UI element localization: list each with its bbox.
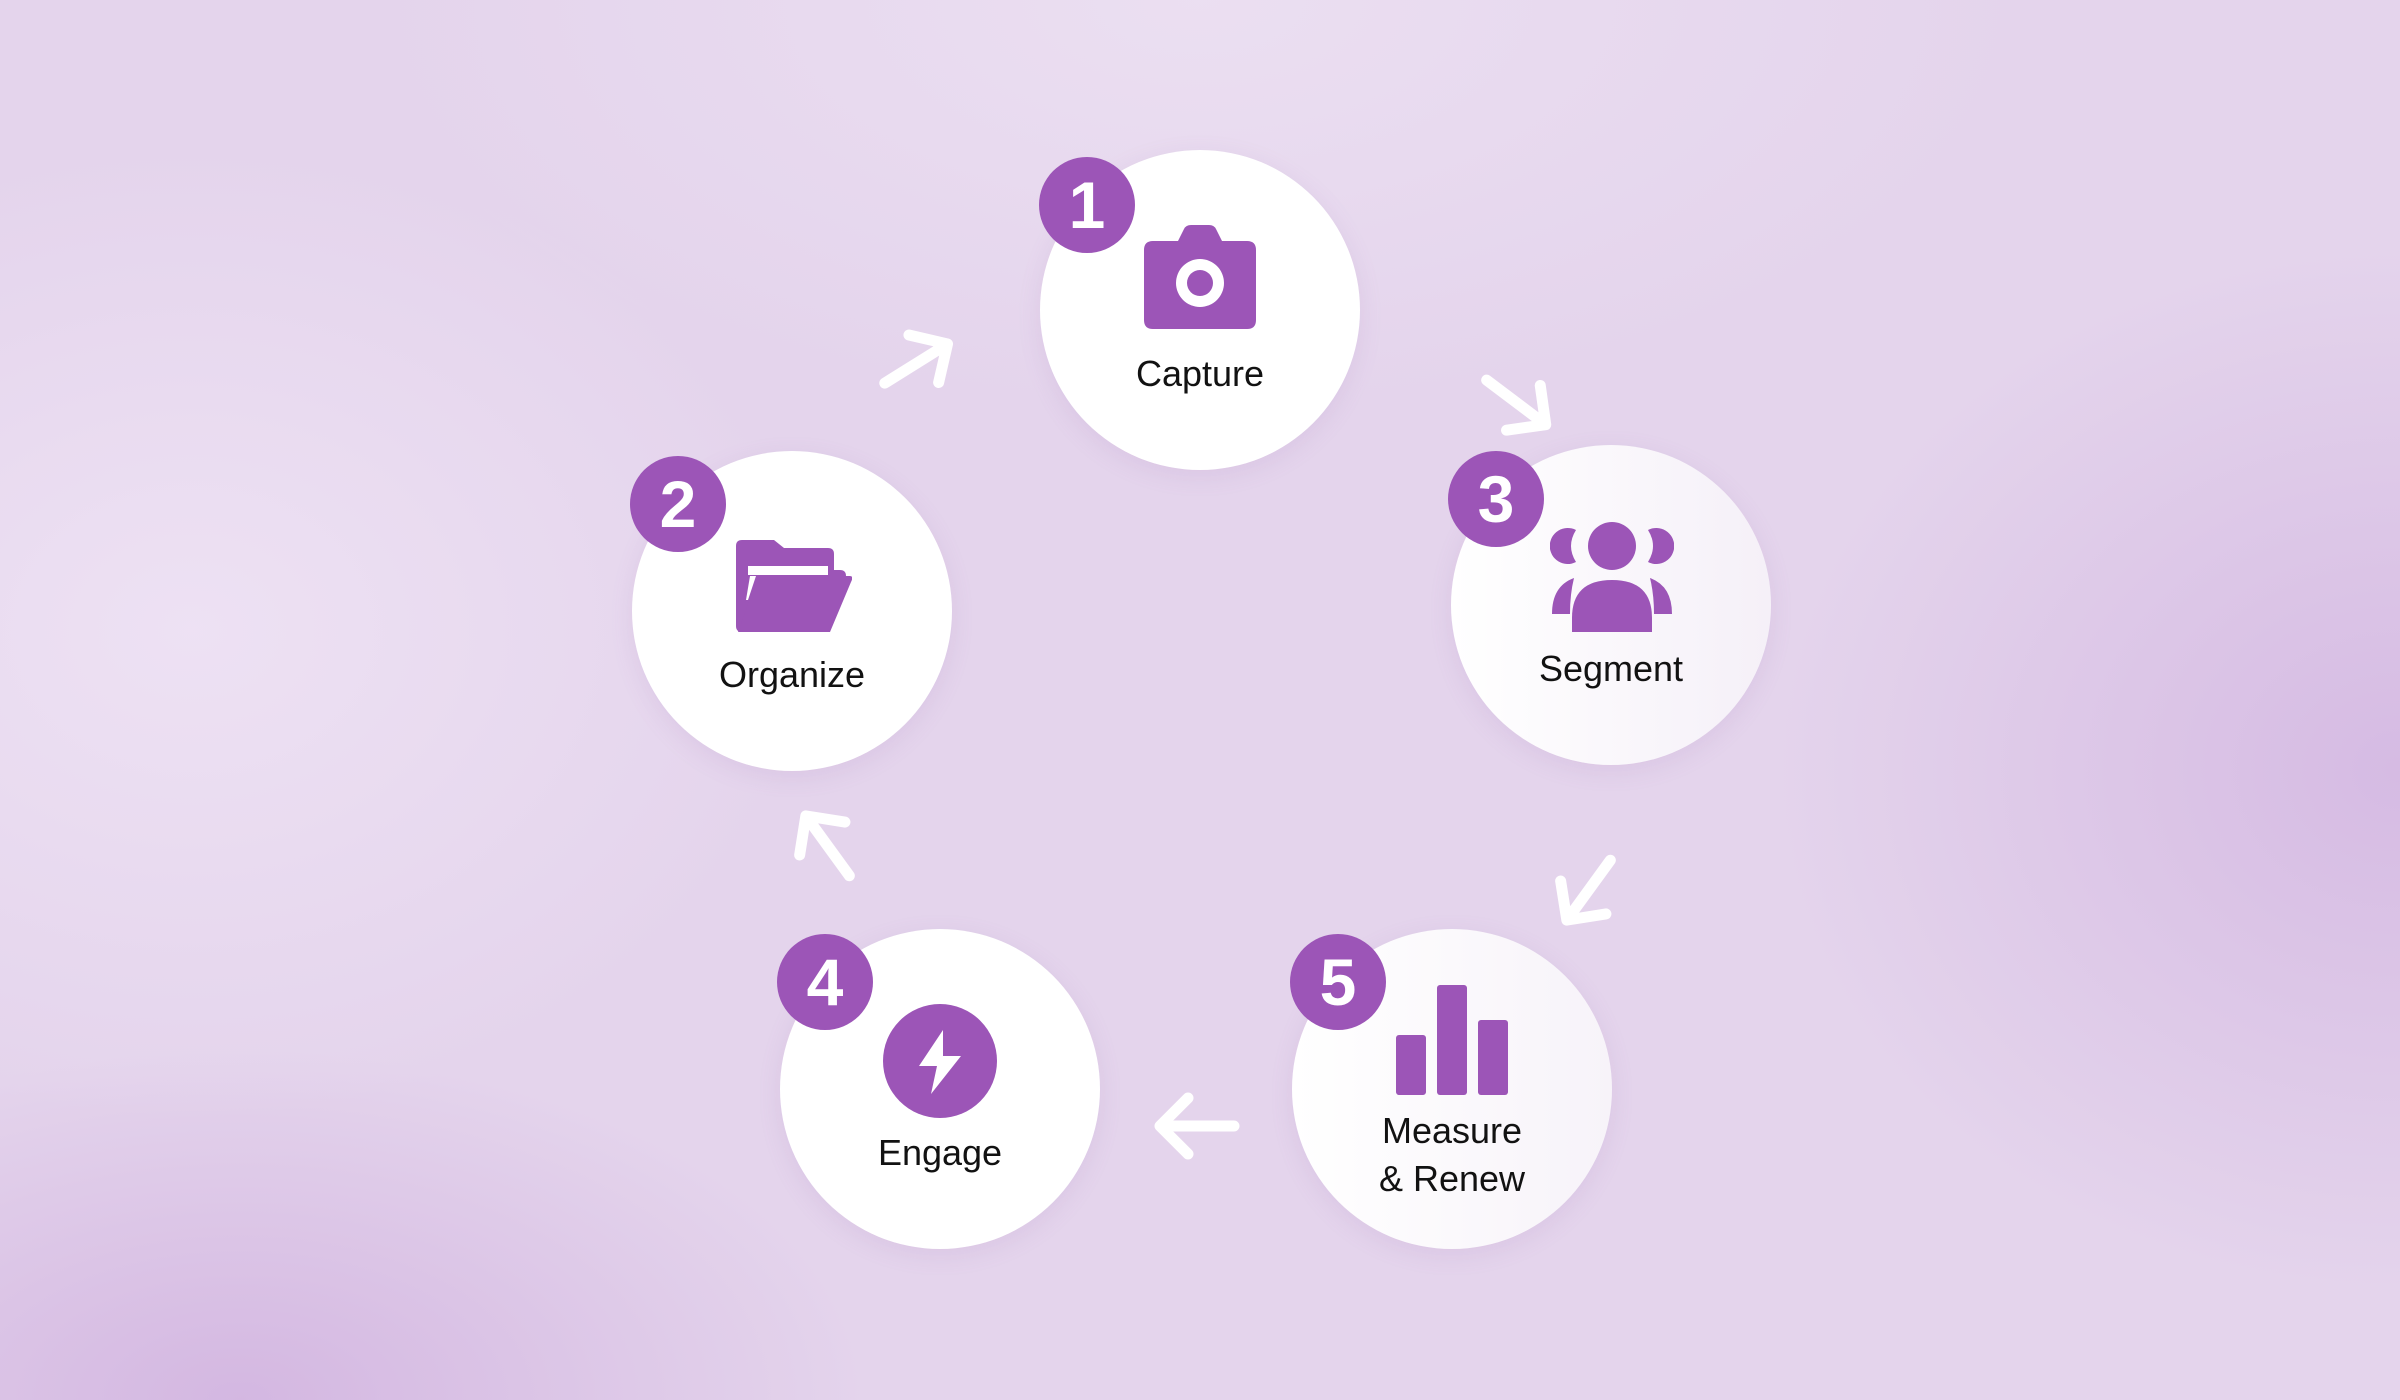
step-number-badge: 5	[1290, 934, 1386, 1030]
arrow-organize-to-capture	[879, 329, 954, 389]
label-line: Measure	[1381, 1110, 1523, 1151]
step-label: Capture	[1040, 350, 1360, 398]
step-label: Organize	[632, 651, 952, 699]
users-icon	[1550, 522, 1674, 632]
step-label: Segment	[1451, 645, 1771, 693]
arrow-capture-to-segment	[1481, 374, 1552, 436]
label-line: & Renew	[1378, 1158, 1526, 1199]
label-line: Segment	[1538, 648, 1684, 689]
step-node-capture: Capture	[1040, 150, 1360, 470]
folder-icon	[736, 540, 852, 632]
lightning-icon	[883, 1004, 997, 1118]
step-number-badge: 4	[777, 934, 873, 1030]
camera-icon	[1144, 225, 1256, 329]
arrow-segment-to-measure	[1555, 854, 1616, 926]
label-line: Organize	[718, 654, 866, 695]
arrow-engage-to-organize	[794, 810, 855, 882]
step-number-badge: 2	[630, 456, 726, 552]
step-label: Engage	[780, 1129, 1100, 1177]
arrow-measure-to-engage	[1154, 1092, 1240, 1160]
step-label: Measure & Renew	[1292, 1107, 1612, 1203]
step-number-badge: 1	[1039, 157, 1135, 253]
label-line: Capture	[1135, 353, 1265, 394]
label-line: Engage	[877, 1132, 1003, 1173]
step-number-badge: 3	[1448, 451, 1544, 547]
bar-chart-icon	[1396, 985, 1508, 1095]
